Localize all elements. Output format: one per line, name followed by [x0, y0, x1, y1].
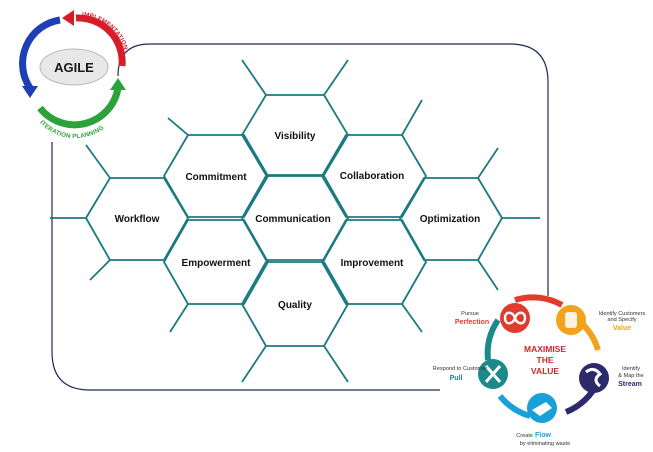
- label-optimization: Optimization: [420, 214, 481, 225]
- perfection-key: Perfection: [455, 319, 489, 326]
- lean-cycle: MAXIMISE THE VALUE Pursue Perfection Ide…: [433, 294, 646, 447]
- stream-pre2: & Map the: [618, 373, 644, 379]
- lean-center-line3: VALUE: [531, 366, 560, 376]
- agile-core-shape: [39, 48, 109, 86]
- label-collaboration: Collaboration: [340, 171, 404, 182]
- agile-arrow-implementation: [62, 10, 74, 26]
- stream-glyph: [585, 367, 603, 388]
- stream-pre1: Identify: [622, 366, 640, 372]
- agile-title: AGILE: [54, 60, 94, 75]
- pull-key: Pull: [450, 375, 463, 382]
- agile-arrow-delivery: [22, 86, 38, 98]
- hex-empowerment: [163, 219, 269, 305]
- agile-arrow-iteration: [110, 78, 126, 90]
- flow-post: by eliminating waste: [520, 441, 570, 447]
- agile-arc-delivery: [19, 16, 61, 90]
- lean-ring-blue: [497, 394, 531, 419]
- agile-arc-iteration: [37, 87, 122, 129]
- pull-pre1: Respond to Customer: [433, 366, 488, 372]
- agile-arc-implementation: [75, 14, 126, 67]
- frame-outline: [51, 43, 549, 391]
- value-key: Value: [613, 325, 631, 332]
- perfection-pre: Pursue: [461, 311, 479, 317]
- value-glyph: [565, 312, 577, 328]
- flow-glyph: [532, 402, 552, 416]
- pull-glyph: [484, 365, 502, 383]
- label-workflow: Workflow: [115, 214, 160, 225]
- label-commitment: Commitment: [185, 172, 247, 183]
- hex-spokes: [50, 59, 540, 383]
- hex-labels: Visibility Commitment Collaboration Work…: [115, 131, 481, 311]
- label-improvement: Improvement: [341, 258, 404, 269]
- lean-center-line1: MAXIMISE: [524, 344, 566, 354]
- agile-badge: AGILE DELIVERY & FEEDBACK IMPLEMENTATION…: [17, 10, 129, 140]
- flow-pre: Create: [516, 433, 533, 439]
- value-pre1: Identify Customers: [599, 311, 646, 317]
- label-empowerment: Empowerment: [182, 258, 252, 269]
- label-quality: Quality: [278, 300, 312, 311]
- lean-ring-teal: [484, 318, 501, 361]
- lean-center-line2: THE: [537, 355, 554, 365]
- label-communication: Communication: [255, 214, 331, 225]
- hex-commitment: [163, 134, 269, 218]
- lean-ring-red: [514, 294, 564, 308]
- value-pre2: and Specify: [607, 317, 636, 323]
- stream-key: Stream: [618, 381, 642, 388]
- label-visibility: Visibility: [275, 131, 316, 142]
- stream-icon: [579, 363, 609, 393]
- honeycomb-grid: [50, 59, 540, 383]
- infinity-glyph: [503, 311, 527, 325]
- flow-key: Flow: [535, 432, 551, 439]
